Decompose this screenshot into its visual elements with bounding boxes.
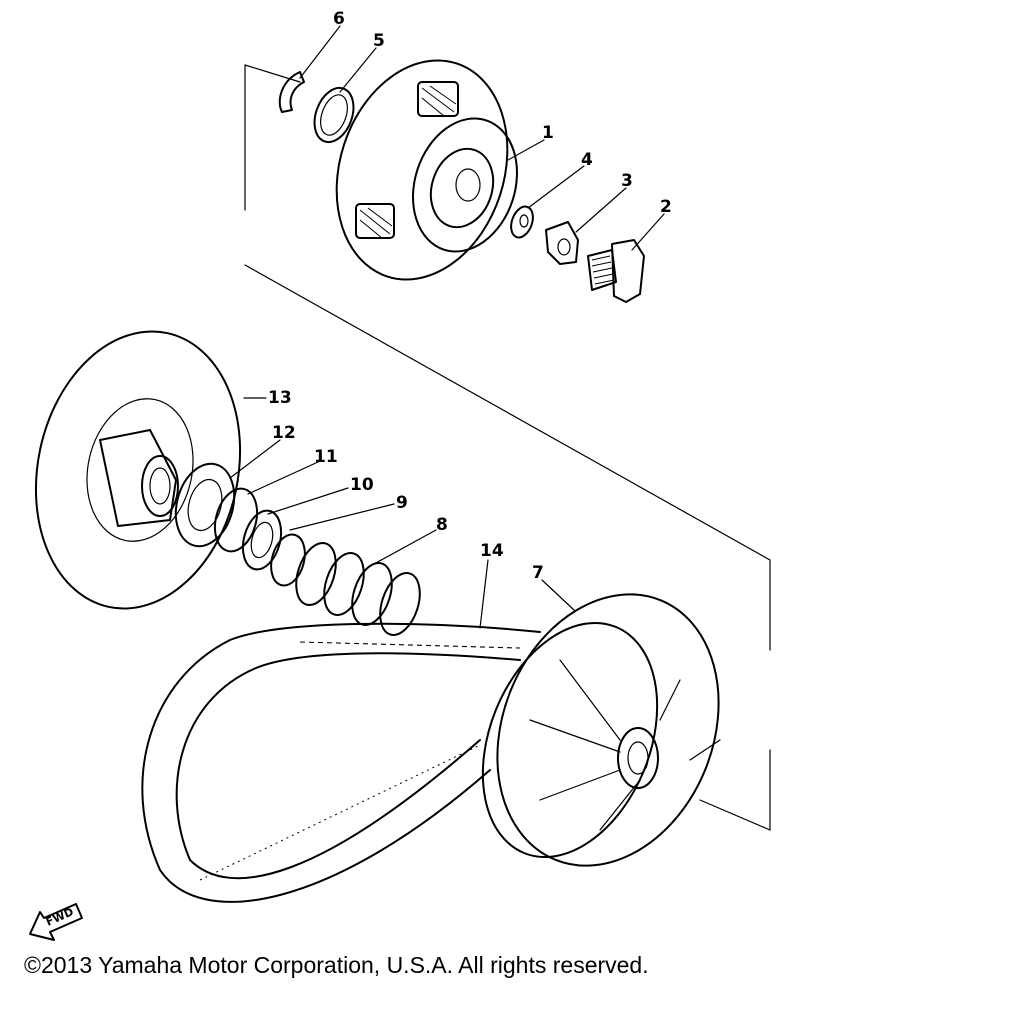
callout-3: 3 <box>621 171 633 191</box>
assembly-outline <box>244 64 771 831</box>
callout-7: 7 <box>532 563 544 583</box>
part-12-collar <box>174 462 236 548</box>
callout-5: 5 <box>373 31 385 51</box>
callout-2: 2 <box>660 197 672 217</box>
part-2-bolt <box>587 239 645 303</box>
part-5-snap-ring <box>313 86 355 144</box>
callout-labels: 6 5 1 4 3 2 13 12 11 10 9 8 14 7 <box>268 9 672 583</box>
callout-10: 10 <box>350 475 374 495</box>
fwd-arrow-icon: FWD <box>29 903 83 941</box>
callout-1: 1 <box>542 123 554 143</box>
part-11-ring <box>213 487 259 553</box>
callout-13: 13 <box>268 388 292 408</box>
callout-8: 8 <box>436 515 448 535</box>
part-1-sheave-plate <box>335 59 518 281</box>
callout-14: 14 <box>480 541 504 561</box>
part-9-washer <box>270 533 306 587</box>
part-14-belt <box>141 622 541 903</box>
callout-6: 6 <box>333 9 345 29</box>
part-13-fixed-sheave <box>34 330 242 610</box>
part-3-lock-plate <box>545 221 579 265</box>
part-7-secondary-sheave <box>481 593 721 867</box>
callout-12: 12 <box>272 423 296 443</box>
part-4-washer <box>510 205 534 239</box>
part-10-bushing <box>241 509 283 571</box>
copyright-notice: ©2013 Yamaha Motor Corporation, U.S.A. A… <box>24 952 649 978</box>
callout-11: 11 <box>314 447 338 467</box>
part-6-half-ring <box>278 71 305 113</box>
fwd-label: FWD <box>44 905 76 929</box>
leader-lines <box>229 25 665 629</box>
callout-9: 9 <box>396 493 408 513</box>
callout-4: 4 <box>581 150 593 170</box>
